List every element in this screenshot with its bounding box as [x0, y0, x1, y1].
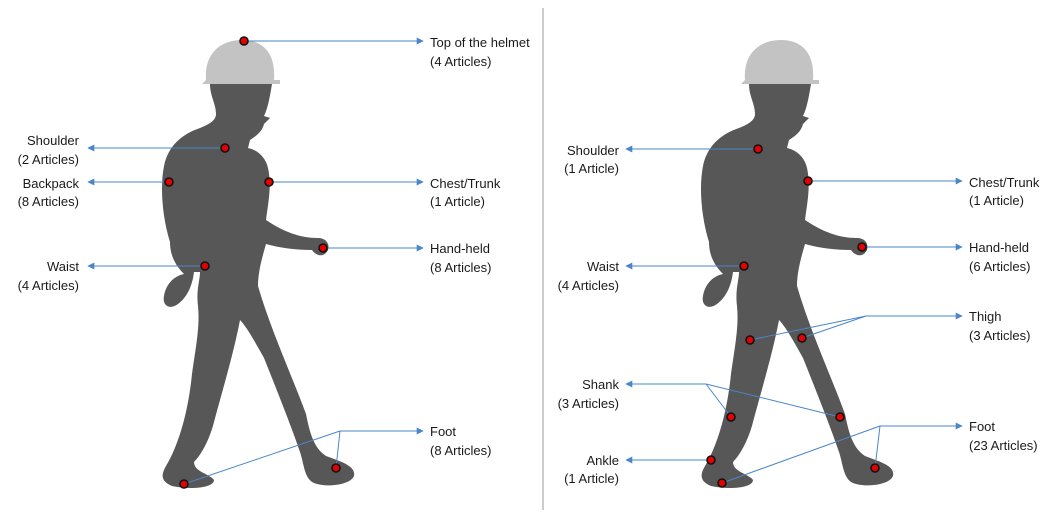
sensor-marker-ankle	[707, 456, 715, 464]
label-helmet-name: Top of the helmet	[430, 35, 530, 50]
sensor-marker-shank-front	[836, 413, 844, 421]
sensor-marker-handheld-r	[858, 243, 866, 251]
sensor-marker-waist-r	[740, 262, 748, 270]
sensor-marker-shank-rear	[727, 413, 735, 421]
sensor-marker-handheld	[319, 244, 327, 252]
label-thigh-count: (3 Articles)	[969, 328, 1030, 343]
label-shoulder-r-name: Shoulder	[567, 143, 620, 158]
label-waist-name: Waist	[47, 259, 79, 274]
label-helmet-count: (4 Articles)	[430, 54, 491, 69]
label-shoulder-count: (2 Articles)	[18, 152, 79, 167]
label-ankle-name: Ankle	[586, 453, 619, 468]
label-foot-count: (8 Articles)	[430, 443, 491, 458]
sensor-marker-foot-rear	[180, 480, 188, 488]
sensor-marker-foot-front	[332, 464, 340, 472]
sensor-marker-thigh-rear	[746, 336, 754, 344]
label-shank-name: Shank	[582, 377, 619, 392]
label-handheld-r-count: (6 Articles)	[969, 259, 1030, 274]
label-ankle-count: (1 Article)	[564, 471, 619, 486]
label-shoulder-name: Shoulder	[27, 133, 80, 148]
label-shank-count: (3 Articles)	[558, 396, 619, 411]
walker-silhouette-left	[162, 40, 354, 488]
right-panel: Shoulder (1 Article) Chest/Trunk (1 Arti…	[558, 40, 1040, 488]
sensor-marker-shoulder-r	[754, 145, 762, 153]
sensor-marker-waist	[201, 262, 209, 270]
left-panel: Top of the helmet (4 Articles) Shoulder …	[18, 35, 531, 488]
sensor-marker-chest	[265, 178, 273, 186]
label-waist-count: (4 Articles)	[18, 278, 79, 293]
label-backpack-name: Backpack	[23, 176, 80, 191]
sensor-marker-foot-front-r	[871, 464, 879, 472]
sensor-marker-backpack	[165, 178, 173, 186]
label-shoulder-r-count: (1 Article)	[564, 161, 619, 176]
label-waist-r-count: (4 Articles)	[558, 278, 619, 293]
label-waist-r-name: Waist	[587, 259, 619, 274]
label-foot-r-count: (23 Articles)	[969, 438, 1038, 453]
label-handheld-name: Hand-held	[430, 241, 490, 256]
sensor-marker-shoulder	[221, 144, 229, 152]
label-handheld-r-name: Hand-held	[969, 240, 1029, 255]
sensor-marker-thigh-front	[798, 334, 806, 342]
label-chest-count: (1 Article)	[430, 194, 485, 209]
label-foot-name: Foot	[430, 424, 456, 439]
label-chest-name: Chest/Trunk	[430, 176, 501, 191]
sensor-marker-foot-rear-r	[718, 479, 726, 487]
label-thigh-name: Thigh	[969, 309, 1002, 324]
sensor-marker-chest-r	[804, 177, 812, 185]
label-foot-r-name: Foot	[969, 419, 995, 434]
label-chest-r-name: Chest/Trunk	[969, 175, 1040, 190]
sensor-marker-helmet	[240, 37, 248, 45]
label-handheld-count: (8 Articles)	[430, 260, 491, 275]
label-backpack-count: (8 Articles)	[18, 194, 79, 209]
label-chest-r-count: (1 Article)	[969, 193, 1024, 208]
